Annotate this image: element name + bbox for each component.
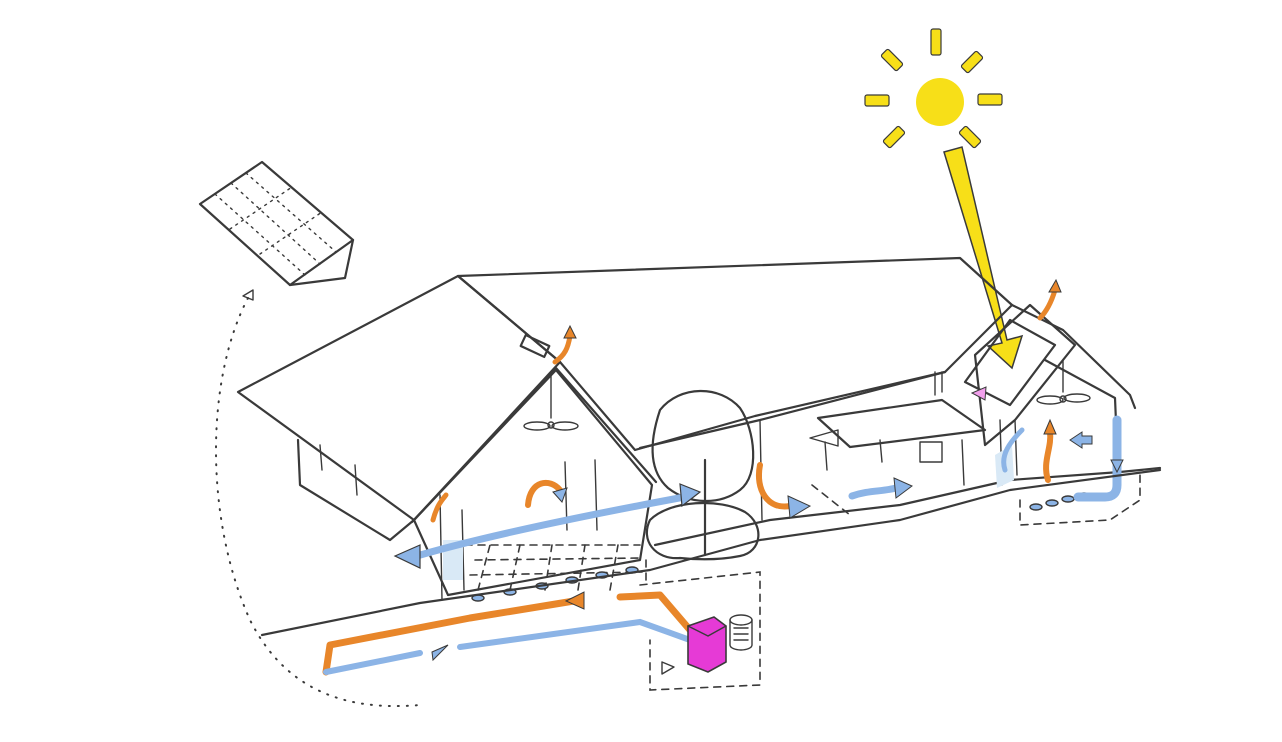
house-middle-section: [638, 370, 1012, 547]
hot-water-tank-icon: [729, 614, 753, 651]
cool-air-left-right-wing: [1069, 431, 1093, 449]
cool-flow-arrowhead: [431, 644, 449, 662]
ground-loop-cool: [323, 618, 693, 675]
warm-air-arc-left: [525, 479, 563, 508]
sunspace-air-down: [970, 386, 987, 401]
roof-main: [456, 256, 1014, 452]
middle-wall: [638, 370, 947, 450]
roof-exhaust-arrow-left: [552, 333, 573, 365]
warm-flow-arrowhead: [564, 591, 585, 610]
cool-air-middle: [848, 484, 900, 500]
ground-line: [260, 468, 1162, 637]
roof-exhaust-arrow-right: [1037, 287, 1058, 321]
roof-ridge: [457, 257, 1013, 306]
right-earth-tube-box: [1019, 469, 1141, 526]
left-gable-edge: [410, 366, 658, 524]
right-gable-wall: [1043, 358, 1120, 472]
collector-outflow-arrow: [809, 429, 839, 447]
pv-panel-stand: [288, 238, 355, 287]
house-right-gable: [963, 303, 1162, 526]
cool-air-cross-arrow: [406, 492, 694, 562]
house-left-gable: [296, 366, 658, 601]
pv-panel-face: [198, 160, 355, 287]
left-wall-back: [296, 438, 416, 542]
ground-source-heat-pump: [687, 616, 727, 673]
middle-floor-line: [653, 478, 1012, 547]
right-earth-tube-arrow: [1110, 459, 1124, 474]
right-earth-tube: [1073, 415, 1122, 502]
plant-room-outline: [639, 571, 761, 691]
pv-power-line: [215, 297, 421, 708]
underfloor-heating-grid: [464, 544, 643, 591]
roof-left-slope: [236, 274, 562, 522]
return-marker: [661, 661, 675, 675]
ceiling-fan-icon-right: [1036, 359, 1091, 405]
sun-icon: [864, 28, 1024, 370]
warm-air-up-left: [430, 492, 449, 523]
warm-air-up-right: [1043, 429, 1054, 483]
tree-icon: [645, 389, 760, 561]
sun-rays: [864, 28, 1003, 149]
roof-vent: [519, 333, 551, 359]
airflow-arrows: [393, 278, 1093, 569]
right-sunspace-glazing: [973, 303, 1077, 447]
cool-air-cross-arrowhead-left: [393, 544, 421, 569]
tree-canopy-bottom: [645, 501, 760, 561]
ground-source-system: [322, 559, 761, 691]
ground-loop-warm: [322, 591, 694, 676]
solar-thermal-collector-middle: [816, 398, 987, 449]
sunspace-air: [1001, 427, 1025, 473]
ceiling-fan-icon-left: [523, 375, 579, 431]
warm-air-middle: [755, 462, 793, 510]
photovoltaic-panel: [198, 160, 355, 287]
pv-panel-grid: [214, 172, 337, 276]
sun-disc: [916, 78, 964, 126]
pv-power-arrowhead: [242, 289, 254, 301]
cool-air-cross-arrowhead-right: [679, 483, 702, 508]
tree-canopy-top: [651, 389, 755, 503]
solar-thermal-collector-right: [963, 318, 1057, 407]
sunlight-beam-arrow: [943, 146, 1024, 370]
